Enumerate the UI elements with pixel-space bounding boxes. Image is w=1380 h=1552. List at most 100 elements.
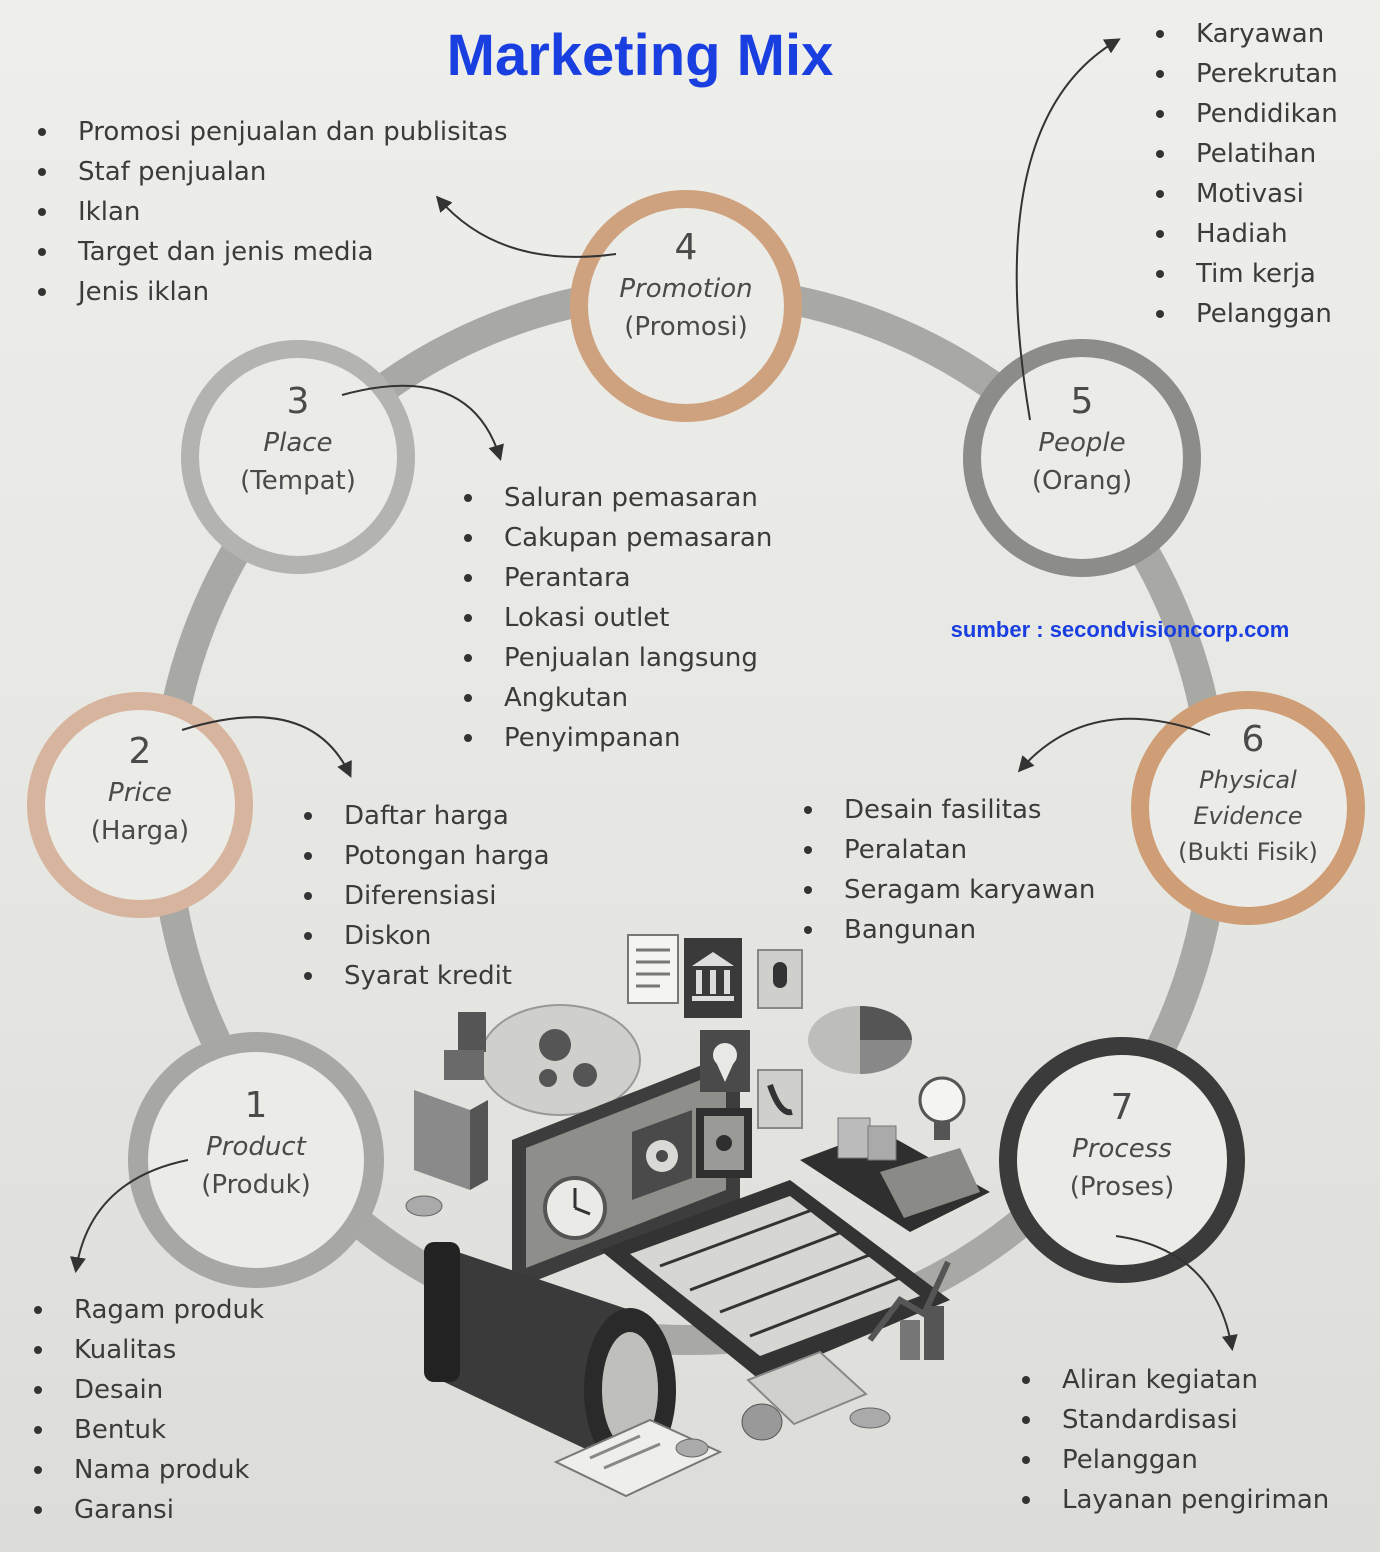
node-number: 6 <box>1241 719 1265 760</box>
growth-chart-icon <box>867 1260 951 1360</box>
node-label-4: 4 Promotion (Promosi) <box>596 226 776 346</box>
product-list: Ragam produk Kualitas Desain Bentuk Nama… <box>30 1290 264 1530</box>
node-name-id: (Harga) <box>90 816 190 846</box>
node-number: 1 <box>244 1085 268 1126</box>
gear-icon <box>632 1110 692 1200</box>
source-credit: sumber : secondvisioncorp.com <box>950 617 1290 642</box>
list-item: Penyimpanan <box>460 718 772 758</box>
list-item: Pelanggan <box>1018 1440 1329 1480</box>
arrow-price <box>181 716 352 778</box>
list-item: Target dan jenis media <box>34 232 508 272</box>
list-item: Ragam produk <box>30 1290 264 1330</box>
node-label-3: 3 Place (Tempat) <box>208 380 388 500</box>
list-item: Standardisasi <box>1018 1400 1329 1440</box>
list-item: Pelatihan <box>1152 134 1338 174</box>
bank-icon <box>684 938 742 1018</box>
node-number: 7 <box>1110 1087 1134 1128</box>
node-circle-7 <box>999 1037 1245 1283</box>
list-item: Pelanggan <box>1152 294 1338 334</box>
list-item: Kualitas <box>30 1330 264 1370</box>
safe-icon <box>696 1108 752 1178</box>
arrow-people <box>1015 38 1121 421</box>
node-name-id: (Produk) <box>201 1170 311 1200</box>
node-name-id: (Orang) <box>1031 466 1133 496</box>
marketing-illustration <box>405 934 990 1498</box>
list-item: Seragam karyawan <box>800 870 1095 910</box>
list-item: Hadiah <box>1152 214 1338 254</box>
envelope-icon <box>746 1350 868 1426</box>
node-label-1: 1 Product (Produk) <box>166 1084 346 1204</box>
node-number: 3 <box>286 381 310 422</box>
list-item: Saluran pemasaran <box>460 478 772 518</box>
list-item: Layanan pengiriman <box>1018 1480 1329 1520</box>
arrow-process <box>1115 1235 1238 1352</box>
list-item: Desain <box>30 1370 264 1410</box>
node-label-6: 6 Physical Evidence (Bukti Fisik) <box>1158 718 1338 870</box>
list-item: Perantara <box>460 558 772 598</box>
node-name-en: Evidence <box>1193 802 1303 830</box>
node-circle-3 <box>181 340 415 574</box>
document-icon <box>627 934 679 1004</box>
node-label-5: 5 People (Orang) <box>992 380 1172 500</box>
node-number: 2 <box>128 731 152 772</box>
node-circle-4 <box>570 190 802 422</box>
location-pin-icon <box>700 1030 750 1092</box>
list-item: Diferensiasi <box>300 876 550 916</box>
list-item: Iklan <box>34 192 508 232</box>
promotion-list: Promosi penjualan dan publisitas Staf pe… <box>34 112 508 312</box>
list-item: Angkutan <box>460 678 772 718</box>
list-item: Bangunan <box>800 910 1095 950</box>
arrow-promotion <box>435 195 617 258</box>
list-item: Perekrutan <box>1152 54 1338 94</box>
microphone-icon <box>757 949 803 1009</box>
node-circle-2 <box>27 692 253 918</box>
list-item: Motivasi <box>1152 174 1338 214</box>
node-label-2: 2 Price (Harga) <box>50 730 230 850</box>
list-item: Syarat kredit <box>300 956 550 996</box>
node-name-en: Promotion <box>619 274 753 304</box>
megaphone-icon <box>424 1242 676 1472</box>
list-item: Potongan harga <box>300 836 550 876</box>
node-circle-6 <box>1131 691 1365 925</box>
list-item: Peralatan <box>800 830 1095 870</box>
list-item: Desain fasilitas <box>800 790 1095 830</box>
list-item: Bentuk <box>30 1410 264 1450</box>
list-item: Promosi penjualan dan publisitas <box>34 112 508 152</box>
list-item: Lokasi outlet <box>460 598 772 638</box>
node-circle-1 <box>128 1032 384 1288</box>
arrow-place <box>341 384 504 462</box>
node-name-en: Place <box>263 428 333 458</box>
node-number: 4 <box>674 227 698 268</box>
list-item: Jenis iklan <box>34 272 508 312</box>
money-tray-icon <box>800 1117 990 1232</box>
people-list: Karyawan Perekrutan Pendidikan Pelatihan… <box>1152 14 1338 334</box>
coins-icon <box>405 1195 891 1458</box>
process-list: Aliran kegiatan Standardisasi Pelanggan … <box>1018 1360 1329 1520</box>
pie-chart-icon <box>808 1006 912 1074</box>
list-item: Diskon <box>300 916 550 956</box>
node-number: 5 <box>1070 381 1094 422</box>
physical-evidence-list: Desain fasilitas Peralatan Seragam karya… <box>800 790 1095 950</box>
phone-icon <box>757 1069 803 1129</box>
node-name-en: Product <box>206 1132 306 1162</box>
list-item: Pendidikan <box>1152 94 1338 134</box>
node-name-id: (Tempat) <box>240 466 356 496</box>
price-list: Daftar harga Potongan harga Diferensiasi… <box>300 796 550 996</box>
list-item: Staf penjualan <box>34 152 508 192</box>
node-name-en: People <box>1038 428 1126 458</box>
list-item: Daftar harga <box>300 796 550 836</box>
place-list: Saluran pemasaran Cakupan pemasaran Pera… <box>460 478 772 758</box>
list-item: Garansi <box>30 1490 264 1530</box>
list-item: Penjualan langsung <box>460 638 772 678</box>
node-name-en: Process <box>1072 1134 1172 1164</box>
node-name-id: (Bukti Fisik) <box>1178 838 1318 866</box>
page-title: Marketing Mix <box>446 23 834 88</box>
light-bulb-icon <box>918 1076 966 1140</box>
blocks-icon <box>444 1012 486 1080</box>
arrow-physical-evidence <box>1017 717 1211 773</box>
node-label-7: 7 Process (Proses) <box>1032 1086 1212 1206</box>
list-item: Cakupan pemasaran <box>460 518 772 558</box>
folder-icon <box>414 1090 488 1190</box>
list-item: Karyawan <box>1152 14 1338 54</box>
